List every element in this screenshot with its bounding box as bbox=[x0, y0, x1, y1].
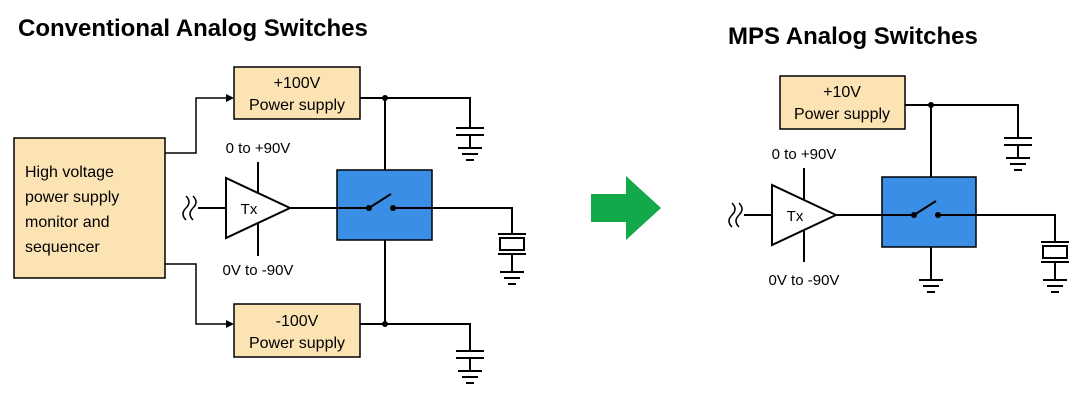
conventional-switch-block bbox=[336, 169, 433, 241]
conventional-title: Conventional Analog Switches bbox=[18, 15, 368, 42]
pos-100v-supply-box bbox=[233, 66, 361, 120]
mps-supply-rail-wire bbox=[905, 104, 1019, 138]
monitor-to-pos-supply-arrow bbox=[165, 94, 234, 154]
mps-amp-top-signal-label: 0 to +90V bbox=[772, 146, 837, 163]
pos-10v-supply-box bbox=[779, 75, 906, 130]
capacitor-icon bbox=[456, 127, 484, 148]
capacitor-icon bbox=[1004, 137, 1032, 158]
monitor-text-line2: power supply bbox=[25, 189, 119, 206]
ground-icon bbox=[1006, 157, 1030, 171]
neg-supply-rail-wire bbox=[360, 323, 471, 351]
monitor-to-neg-supply-arrow bbox=[165, 263, 234, 328]
monitor-sequencer-box bbox=[13, 137, 166, 279]
signal-wave-icon bbox=[182, 195, 197, 221]
ground-icon bbox=[500, 271, 524, 285]
switch-icon bbox=[337, 193, 432, 211]
neg-supply-value: -100V bbox=[276, 313, 319, 330]
ground-icon bbox=[458, 147, 482, 161]
ground-icon bbox=[919, 279, 943, 293]
signal-wave-icon bbox=[728, 202, 743, 228]
neg-100v-supply-box bbox=[233, 303, 361, 358]
neg-supply-label: Power supply bbox=[249, 335, 345, 352]
capacitor-icon bbox=[456, 350, 484, 371]
mps-rail-junction bbox=[928, 102, 934, 108]
mps-tx-label: Tx bbox=[787, 208, 804, 225]
pos-supply-rail-wire bbox=[360, 97, 471, 128]
monitor-text-line1: High voltage bbox=[25, 164, 114, 181]
tx-label: Tx bbox=[241, 201, 258, 218]
pos-supply-value: +100V bbox=[274, 75, 321, 92]
amp-top-signal-label: 0 to +90V bbox=[226, 140, 291, 157]
neg-rail-junction bbox=[382, 321, 388, 327]
mps-supply-value: +10V bbox=[823, 84, 861, 101]
switch-icon bbox=[882, 200, 976, 218]
monitor-text-line3: monitor and bbox=[25, 214, 110, 231]
transducer-icon bbox=[498, 233, 526, 272]
mps-switch-block bbox=[881, 176, 977, 248]
transducer-icon bbox=[1041, 241, 1069, 280]
mps-title: MPS Analog Switches bbox=[728, 23, 978, 50]
green-right-arrow-icon bbox=[591, 176, 661, 240]
mps-switch-to-transducer-wire bbox=[976, 214, 1056, 242]
ground-icon bbox=[458, 370, 482, 384]
mps-supply-label: Power supply bbox=[794, 106, 890, 123]
mps-amp-bottom-signal-label: 0V to -90V bbox=[769, 272, 840, 289]
monitor-text-line4: sequencer bbox=[25, 239, 100, 256]
ground-icon bbox=[1043, 279, 1067, 293]
amp-bottom-signal-label: 0V to -90V bbox=[223, 262, 294, 279]
pos-supply-label: Power supply bbox=[249, 97, 345, 114]
switch-to-transducer-wire bbox=[432, 207, 513, 234]
pos-rail-junction bbox=[382, 95, 388, 101]
